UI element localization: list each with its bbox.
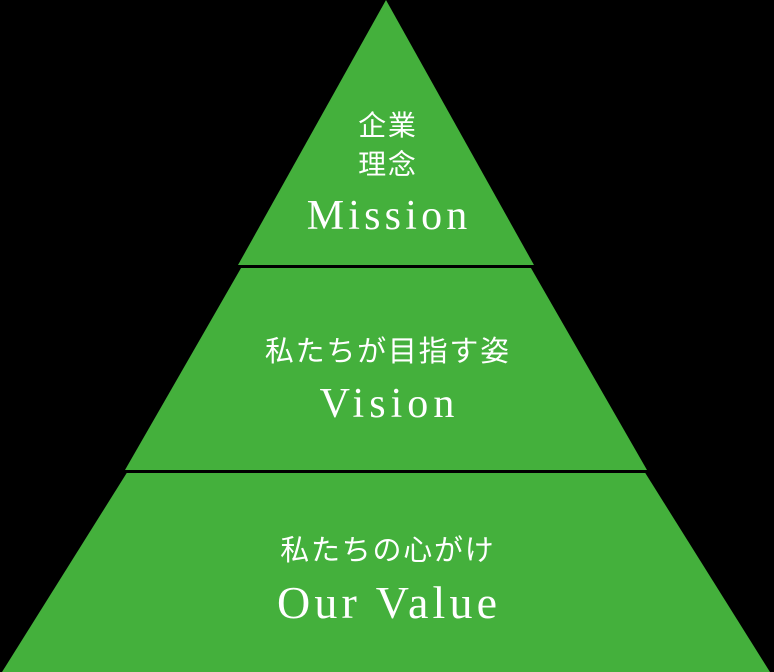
tier-divider-vision-our-value (0, 470, 774, 473)
tier-divider-mission-vision (0, 265, 774, 268)
tier-mission-japanese-line1: 企業 (358, 111, 418, 142)
tier-vision-english-label: Vision (319, 381, 460, 428)
tier-label-our-value: 私たちの心がけ Our Value (0, 531, 774, 627)
tier-label-vision: 私たちが目指す姿 Vision (0, 332, 774, 426)
tier-our-value-english-label: Our Value (276, 577, 502, 629)
tier-our-value-japanese-label: 私たちの心がけ (280, 535, 496, 567)
tier-label-mission: 企業 理念 Mission (0, 108, 774, 238)
tier-mission-japanese-line2: 理念 (358, 149, 418, 181)
pyramid-tier-our-value (2, 473, 770, 672)
tier-mission-japanese-label: 企業 理念 (0, 108, 774, 185)
tier-vision-japanese-label: 私たちが目指す姿 (264, 336, 511, 368)
tier-mission-english-label: Mission (306, 193, 472, 240)
